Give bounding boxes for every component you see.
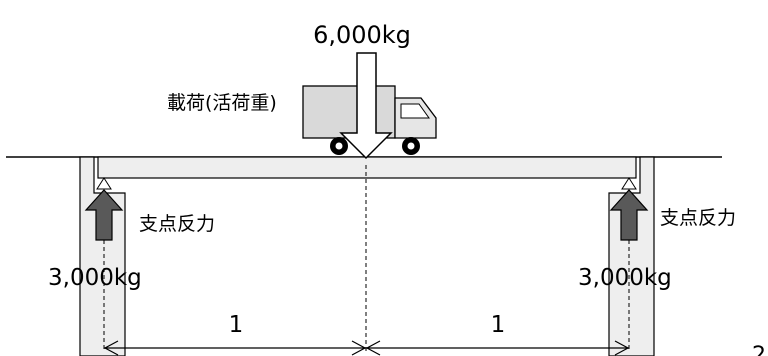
truck-window bbox=[400, 103, 430, 119]
dimension-arrowhead-icon bbox=[351, 340, 367, 356]
dimension-arrowhead-icon bbox=[103, 340, 119, 356]
load-arrow-icon bbox=[339, 52, 393, 160]
reaction-label-right: 支点反力 bbox=[660, 207, 736, 229]
truck-icon bbox=[302, 85, 437, 155]
page-corner-number: 2 bbox=[752, 343, 766, 356]
beam bbox=[97, 156, 637, 179]
dimension-arrowhead-icon bbox=[365, 340, 381, 356]
span-length-left: 1 bbox=[229, 312, 244, 338]
span-dimension-line bbox=[103, 340, 630, 356]
load-value-label: 6,000kg bbox=[313, 21, 411, 49]
reaction-label-left: 支点反力 bbox=[139, 213, 215, 235]
load-description-label: 載荷(活荷重) bbox=[167, 92, 277, 114]
right-support-icon bbox=[621, 177, 637, 190]
dimension-arrowhead-icon bbox=[614, 340, 630, 356]
truck-cargo-body bbox=[302, 85, 396, 139]
left-support-icon bbox=[96, 177, 112, 190]
span-length-right: 1 bbox=[491, 312, 506, 338]
reaction-value-left: 3,000kg bbox=[48, 265, 142, 291]
reaction-value-right: 3,000kg bbox=[578, 265, 672, 291]
